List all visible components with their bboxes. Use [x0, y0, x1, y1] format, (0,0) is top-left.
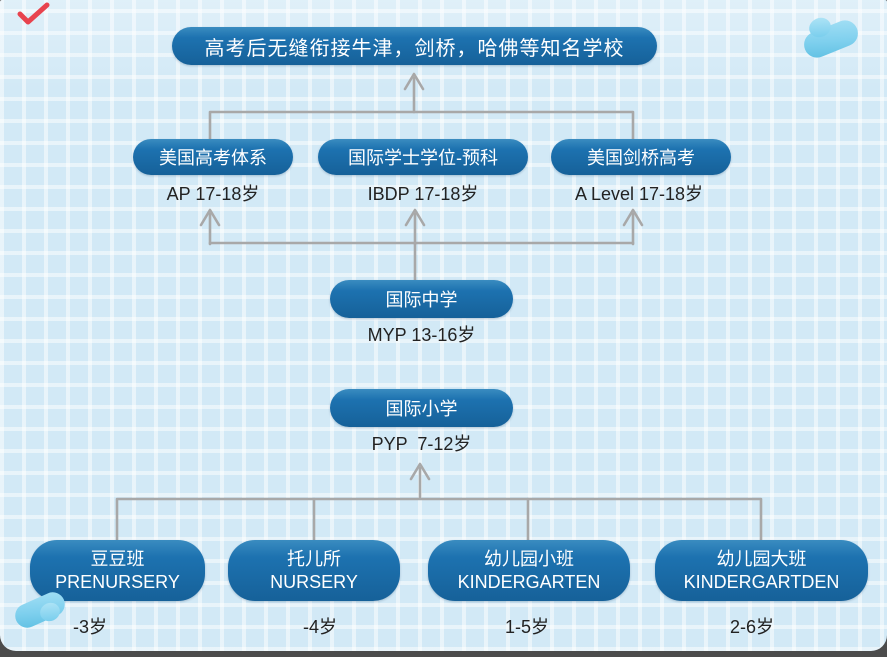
exam-track-box-ap: 美国高考体系 [133, 139, 293, 175]
early-years-label-cn: 幼儿园大班 [716, 549, 807, 569]
primary-school-label: 国际小学 [385, 399, 458, 419]
early-years-box-kindergarten-junior: 幼儿园小班 KINDERGARTEN [428, 540, 630, 601]
age-label-ap: AP 17-18岁 [166, 184, 260, 204]
paper-plane-icon [795, 12, 867, 62]
red-check-icon [17, 2, 50, 25]
early-years-box-nursery: 托儿所 NURSERY [228, 540, 400, 601]
arrowhead-up-icon [622, 208, 644, 227]
early-years-box-prenursery: 豆豆班 PRENURSERY [30, 540, 205, 601]
exam-track-label: 美国剑桥高考 [587, 148, 695, 168]
arrowhead-up-icon [404, 208, 426, 227]
early-years-label-cn: 豆豆班 [90, 549, 145, 569]
exam-track-label: 国际学士学位-预科 [348, 148, 498, 168]
primary-school-box: 国际小学 [330, 389, 513, 427]
exam-track-label: 美国高考体系 [159, 148, 267, 168]
age-label-prenursery: -3岁 [72, 617, 107, 637]
age-label-ibdp: IBDP 17-18岁 [367, 184, 479, 204]
age-label-kindergarten-junior: 1-5岁 [504, 617, 549, 637]
middle-school-label: 国际中学 [385, 290, 458, 310]
early-years-label-en: NURSERY [270, 571, 358, 592]
age-label-alevel: A Level 17-18岁 [574, 184, 704, 204]
bottom-edge-bar [0, 651, 887, 657]
early-years-box-kindergarten-senior: 幼儿园大班 KINDERGARTDEN [655, 540, 868, 601]
arrowhead-up-icon [409, 462, 431, 481]
early-years-label-en: PRENURSERY [55, 571, 180, 592]
age-label-nursery: -4岁 [302, 617, 337, 637]
early-years-label-en: KINDERGARTEN [457, 571, 601, 592]
age-label-pyp: PYP 7-12岁 [371, 434, 472, 454]
middle-school-box: 国际中学 [330, 280, 513, 318]
early-years-label-en: KINDERGARTDEN [683, 571, 840, 592]
age-label-kindergarten-senior: 2-6岁 [729, 617, 774, 637]
arrowhead-up-icon [199, 208, 221, 227]
top-goal-label: 高考后无缝衔接牛津，剑桥，哈佛等知名学校 [204, 37, 625, 60]
paper-plane-icon [10, 585, 76, 632]
arrowhead-up-icon [403, 72, 425, 91]
top-goal-box: 高考后无缝衔接牛津，剑桥，哈佛等知名学校 [172, 27, 657, 65]
exam-track-box-alevel: 美国剑桥高考 [551, 139, 731, 175]
early-years-label-cn: 托儿所 [287, 549, 341, 569]
connector-top-manifold [208, 110, 635, 141]
age-label-myp: MYP 13-16岁 [367, 325, 476, 345]
exam-track-box-ibdp: 国际学士学位-预科 [318, 139, 528, 175]
early-years-label-cn: 幼儿园小班 [484, 549, 574, 569]
connector-bottom-manifold [115, 497, 763, 543]
